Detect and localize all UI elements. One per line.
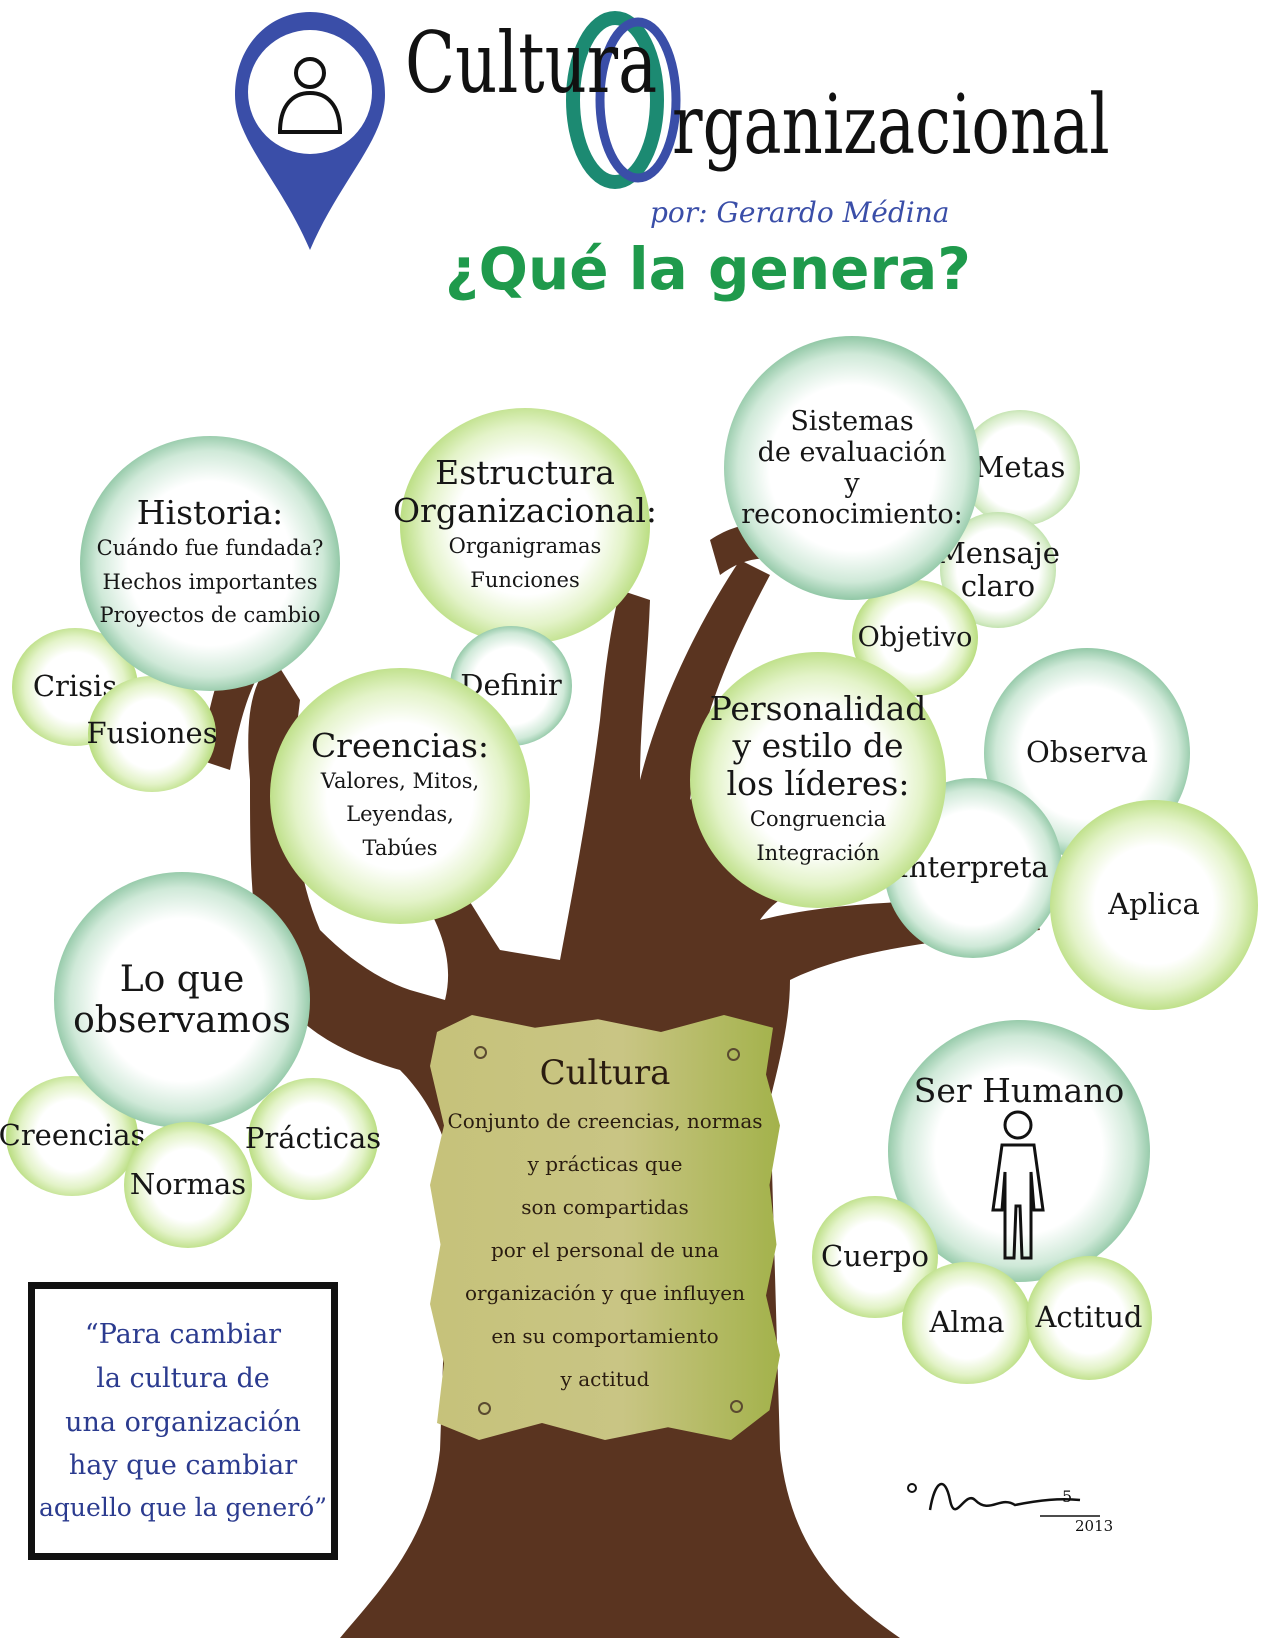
- scroll-line: en su comportamiento: [491, 1323, 719, 1348]
- scroll-line: por el personal de una: [490, 1237, 720, 1262]
- historia-title: Historia:: [136, 493, 284, 533]
- bubble-practicas-label: Prácticas: [244, 1121, 382, 1156]
- quote-line: “Para cambiar: [84, 1319, 282, 1351]
- historia-item: Cuándo fue fundada?: [96, 536, 324, 561]
- bubble-historia: Historia: Cuándo fue fundada? Hechos imp…: [80, 436, 340, 691]
- scroll-line: organización y que influyen: [465, 1280, 745, 1305]
- creencias-item: Valores, Mitos,: [320, 768, 480, 793]
- sistemas-line: y: [844, 468, 860, 499]
- lo-que-line: Lo que: [119, 958, 245, 1000]
- letter-o-logo: [566, 11, 681, 189]
- signature-day: 5: [1062, 1487, 1073, 1506]
- scroll-title: Cultura: [539, 1053, 671, 1094]
- bubble-aplica: Aplica: [1050, 800, 1258, 1010]
- title-organizacional: rganizacional: [672, 78, 1110, 173]
- personalidad-item: Congruencia: [749, 807, 887, 832]
- bubble-metas-label: Metas: [974, 450, 1066, 485]
- scroll-rivet: [474, 1046, 487, 1059]
- bubble-fusiones-label: Fusiones: [86, 716, 218, 751]
- bubble-practicas: Prácticas: [244, 1078, 382, 1200]
- quote-line: una organización: [65, 1406, 301, 1438]
- historia-item: Hechos importantes: [102, 569, 318, 594]
- historia-item: Proyectos de cambio: [99, 603, 321, 628]
- bubble-aplica-label: Aplica: [1108, 887, 1200, 922]
- personalidad-item: Integración: [756, 840, 880, 865]
- signature-stroke: [928, 1482, 1081, 1511]
- bubble-observa-label: Observa: [1026, 735, 1148, 770]
- cultura-scroll: Cultura Conjunto de creencias, normas y …: [430, 1015, 780, 1440]
- bubble-alma-label: Alma: [929, 1305, 1005, 1340]
- signature-dot: [907, 1483, 917, 1493]
- bubble-sistemas: Sistemas de evaluación y reconocimiento:: [724, 336, 980, 600]
- mensaje-line: claro: [960, 569, 1036, 603]
- title-cultura: Cultura: [405, 14, 658, 112]
- estructura-item: Funciones: [470, 567, 580, 592]
- sistemas-line: de evaluación: [757, 436, 947, 468]
- bubble-fusiones: Fusiones: [86, 676, 218, 792]
- bubble-cuerpo-label: Cuerpo: [821, 1239, 929, 1274]
- scroll-line: y prácticas que: [527, 1151, 683, 1176]
- creencias-title: Creencias:: [310, 725, 490, 765]
- bubble-lo-que: Lo que observamos: [54, 872, 310, 1128]
- question-heading: ¿Qué la genera?: [445, 235, 971, 303]
- quote-line: aquello que la generó”: [39, 1493, 327, 1523]
- bubble-creencias-small-label: Creencias: [0, 1118, 146, 1153]
- quote-box: “Para cambiar la cultura de una organiza…: [28, 1282, 338, 1560]
- personalidad-line: Personalidad: [709, 688, 927, 728]
- quote-line: la cultura de: [96, 1363, 270, 1395]
- scroll-rivet: [727, 1048, 740, 1061]
- bubble-interpreta: Interpreta: [884, 778, 1062, 958]
- personalidad-line: los líderes:: [726, 764, 910, 804]
- quote-line: hay que cambiar: [68, 1450, 298, 1482]
- sistemas-line: Sistemas: [790, 405, 914, 437]
- bubble-objetivo-label: Objetivo: [857, 622, 973, 654]
- scroll-rivet: [478, 1402, 491, 1415]
- signature-year: 2013: [1075, 1517, 1114, 1535]
- bubble-metas: Metas: [960, 410, 1080, 526]
- author-credit: por: Gerardo Médina: [650, 196, 950, 229]
- creencias-item: Leyendas,: [346, 802, 454, 827]
- bubble-interpreta-label: Interpreta: [897, 850, 1049, 885]
- estructura-item: Organigramas: [448, 534, 602, 559]
- estructura-title: Estructura: [435, 453, 615, 493]
- location-pin-icon: [235, 12, 385, 250]
- bubble-personalidad: Personalidad y estilo de los líderes: Co…: [690, 652, 946, 908]
- sistemas-line: reconocimiento:: [741, 499, 963, 531]
- bubble-creencias-main: Creencias: Valores, Mitos, Leyendas, Tab…: [270, 668, 530, 924]
- creencias-item: Tabúes: [362, 835, 438, 860]
- bubble-actitud: Actitud: [1026, 1256, 1152, 1380]
- bubble-alma: Alma: [902, 1262, 1032, 1384]
- bubble-estructura: Estructura Organizacional: Organigramas …: [393, 408, 657, 644]
- estructura-title: Organizacional:: [393, 491, 657, 531]
- bubble-actitud-label: Actitud: [1035, 1300, 1143, 1335]
- scroll-line: son compartidas: [521, 1194, 689, 1219]
- lo-que-line: observamos: [73, 1000, 291, 1041]
- bubble-normas-label: Normas: [129, 1167, 247, 1202]
- scroll-line: Conjunto de creencias, normas: [447, 1108, 763, 1133]
- scroll-rivet: [730, 1400, 743, 1413]
- personalidad-line: y estilo de: [732, 726, 904, 766]
- scroll-line: y actitud: [560, 1366, 650, 1391]
- ser-humano-title: Ser Humano: [913, 1071, 1125, 1110]
- bubble-normas: Normas: [124, 1122, 252, 1248]
